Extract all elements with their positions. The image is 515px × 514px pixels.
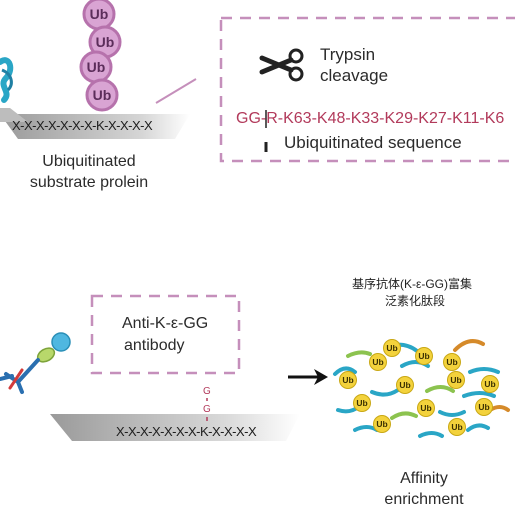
ub-small-label: Ub <box>399 380 410 390</box>
ub-label: Ub <box>90 6 109 22</box>
enrichment-label-line1: Affinity <box>400 470 448 487</box>
gg-letter: G <box>203 386 211 397</box>
ub-small-label: Ub <box>420 403 431 413</box>
chinese-label-line2: 泛素化肽段 <box>385 294 446 308</box>
chinese-label-line1: 基序抗体(K-ε-GG)富集 <box>352 277 473 291</box>
ub-small-label: Ub <box>372 357 383 367</box>
ub-small-label: Ub <box>484 379 495 389</box>
scissors-icon <box>259 48 304 82</box>
ub-small-label: Ub <box>376 419 387 429</box>
ub-small-label: Ub <box>386 343 397 353</box>
ub-small-label: Ub <box>451 422 462 432</box>
enrichment-label-line2: enrichment <box>384 491 464 508</box>
peptide-sequence: X-X-X-X-X-X-X-K-X-X-X-X <box>116 424 257 439</box>
arrow-icon <box>288 369 328 385</box>
gg-letter: G <box>203 404 211 415</box>
ub-small-label: Ub <box>446 357 457 367</box>
substrate-label-line2: substrate prolein <box>29 174 149 191</box>
ub-small-label: Ub <box>418 351 429 361</box>
trypsin-title-line1: Trypsin <box>320 45 376 64</box>
enriched-peptides-cluster: Ub Ub Ub Ub Ub Ub Ub Ub Ub Ub Ub Ub Ub <box>333 339 510 438</box>
ub-label: Ub <box>87 59 106 75</box>
antibody-box <box>90 294 241 375</box>
ubiquitinated-sequence: GG-R-K63-K48-K33-K29-K27-K11-K6 <box>236 110 505 127</box>
ub-small-label: Ub <box>356 398 367 408</box>
ub-small-label: Ub <box>342 375 353 385</box>
callout-line <box>155 78 197 104</box>
ub-label: Ub <box>96 34 115 50</box>
trypsin-title-line2: cleavage <box>320 66 389 85</box>
ub-small-label: Ub <box>478 402 489 412</box>
antibody-label-line2: antibody <box>124 337 185 354</box>
ub-circle <box>85 78 119 112</box>
ubiquitinated-sequence-caption: Ubiquitinated sequence <box>284 133 462 152</box>
protein-structure-icon <box>0 57 14 103</box>
ub-label: Ub <box>93 87 112 103</box>
antibody-icon <box>0 332 71 394</box>
trypsin-box <box>219 16 515 163</box>
substrate-slab <box>0 114 190 139</box>
substrate-sequence: X-X-X-X-X-X-X-K-X-X-X-X <box>12 118 153 133</box>
substrate-label-line1: Ubiquitinated <box>42 153 136 170</box>
ubiquitin-chain: Ub Ub Ub Ub <box>79 0 122 112</box>
antibody-label-line1: Anti-K-ε-GG <box>122 315 209 332</box>
peptide-slab <box>50 414 300 441</box>
ub-small-label: Ub <box>450 375 461 385</box>
